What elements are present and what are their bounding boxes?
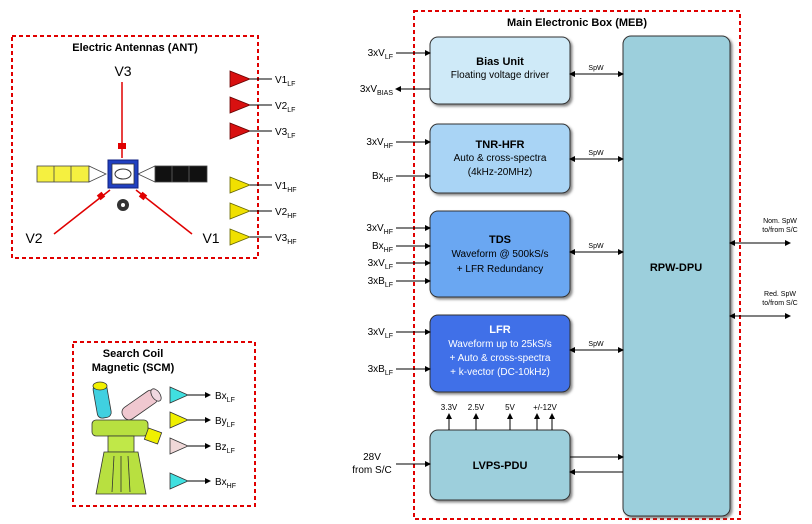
scm-title-line2: Magnetic (SCM)	[92, 362, 175, 374]
svg-text:3xBLF: 3xBLF	[368, 364, 393, 377]
svg-text:BxHF: BxHF	[372, 171, 393, 184]
voltage-3v3: 3.3V	[441, 403, 458, 412]
lvps-pdu-title: LVPS-PDU	[473, 460, 528, 472]
tds-title: TDS	[489, 234, 511, 246]
tds-inputs: 3xVHF BxHF 3xVLF 3xBLF	[366, 223, 431, 289]
output-v2-hf: V2HF	[229, 202, 297, 220]
bias-unit-title: Bias Unit	[476, 56, 524, 68]
tds-block: TDS Waveform @ 500kS/s + LFR Redundancy	[429, 210, 571, 298]
voltage-2v5: 2.5V	[468, 403, 485, 412]
meb-panel: Main Electronic Box (MEB) RPW-DPU Bias U…	[352, 10, 798, 520]
voltage-12v: +/-12V	[533, 403, 557, 412]
v3-label: V3	[114, 63, 131, 79]
scm-output-bz-lf: BzLF	[169, 437, 235, 455]
tnr-hfr-title: TNR-HFR	[476, 139, 525, 151]
bias-unit-line1: Floating voltage driver	[451, 70, 550, 81]
output-v3-lf: V3LF	[229, 122, 295, 140]
power-in-line1: 28V	[363, 452, 381, 463]
bias-io: 3xVLF 3xVBIAS	[360, 48, 431, 97]
output-v2-lf: V2LF	[229, 96, 295, 114]
lfr-title: LFR	[489, 324, 510, 336]
solar-panel-left	[36, 165, 107, 183]
tnr-hfr-block: TNR-HFR Auto & cross-spectra (4kHz-20MHz…	[429, 123, 571, 194]
nominal-spw-line2: to/from S/C	[762, 227, 797, 234]
spw-label-bias: SpW	[588, 65, 604, 72]
ant-title: Electric Antennas (ANT)	[72, 42, 198, 54]
v1-label: V1	[202, 230, 219, 246]
tnr-inputs: 3xVHF BxHF	[366, 137, 431, 184]
meb-title: Main Electronic Box (MEB)	[507, 17, 647, 29]
output-v1-lf: V1LF	[229, 70, 295, 88]
external-spw: Nom. SpW to/from S/C Red. SpW to/from S/…	[729, 218, 798, 319]
output-v3-hf: V3HF	[229, 228, 297, 246]
lfr-block: LFR Waveform up to 25kS/s + Auto & cross…	[429, 314, 571, 393]
nominal-spw-line1: Nom. SpW	[763, 218, 797, 225]
svg-text:3xVLF: 3xVLF	[368, 258, 393, 271]
scm-sensor-illustration	[91, 381, 163, 495]
v1-connector	[138, 191, 148, 201]
svg-text:3xVHF: 3xVHF	[366, 137, 393, 150]
redundant-spw-line1: Red. SpW	[764, 291, 796, 298]
svg-text:V2HF: V2HF	[275, 207, 297, 220]
svg-text:3xVBIAS: 3xVBIAS	[360, 84, 394, 97]
svg-text:3xVHF: 3xVHF	[366, 223, 393, 236]
svg-text:BxHF: BxHF	[215, 477, 236, 490]
lvps-pdu-block: LVPS-PDU	[429, 429, 571, 501]
rpw-dpu-label: RPW-DPU	[650, 262, 702, 274]
scm-output-bx-hf: BxHF	[169, 472, 236, 490]
tnr-hfr-line1: Auto & cross-spectra	[454, 153, 547, 164]
svg-text:V1LF: V1LF	[275, 75, 295, 88]
v2-label: V2	[25, 230, 42, 246]
ant-panel: Electric Antennas (ANT) V3 V2 V1	[11, 35, 297, 259]
lfr-line3: + k-vector (DC-10kHz)	[450, 367, 550, 378]
voltage-5v: 5V	[505, 403, 515, 412]
svg-text:BxHF: BxHF	[372, 241, 393, 254]
solar-panel-right	[137, 165, 208, 183]
spw-label-tnr: SpW	[588, 150, 604, 157]
svg-text:ByLF: ByLF	[215, 416, 235, 429]
scm-output-bx-lf: BxLF	[169, 386, 235, 404]
spw-label-tds: SpW	[588, 243, 604, 250]
tds-line2: + LFR Redundancy	[457, 264, 543, 275]
redundant-spw-line2: to/from S/C	[762, 300, 797, 307]
ant-outputs-lf: V1LF V2LF V3LF	[229, 70, 295, 140]
svg-text:3xBLF: 3xBLF	[368, 276, 393, 289]
scm-title-line1: Search Coil	[103, 348, 164, 360]
spw-links: SpW SpW SpW SpW	[569, 65, 624, 475]
ant-outputs-hf: V1HF V2HF V3HF	[229, 176, 297, 246]
svg-text:3xVLF: 3xVLF	[368, 48, 393, 61]
scm-panel: Search Coil Magnetic (SCM) BxLF ByLF	[72, 341, 256, 507]
v3-connector	[118, 143, 126, 149]
svg-text:V2LF: V2LF	[275, 101, 295, 114]
tnr-hfr-line2: (4kHz-20MHz)	[468, 167, 532, 178]
spacecraft-body	[107, 159, 139, 211]
rpw-dpu-block	[622, 35, 731, 517]
tds-line1: Waveform @ 500kS/s	[451, 249, 548, 260]
voltage-outputs: 3.3V 2.5V 5V +/-12V	[441, 403, 558, 430]
svg-text:3xVLF: 3xVLF	[368, 327, 393, 340]
scm-output-by-lf: ByLF	[169, 411, 235, 429]
svg-text:V3HF: V3HF	[275, 233, 297, 246]
svg-text:V3LF: V3LF	[275, 127, 295, 140]
lfr-line2: + Auto & cross-spectra	[450, 353, 551, 364]
svg-text:V1HF: V1HF	[275, 181, 297, 194]
power-input: 28V from S/C	[352, 452, 431, 476]
v2-connector	[96, 191, 106, 201]
svg-text:BxLF: BxLF	[215, 391, 235, 404]
power-in-line2: from S/C	[352, 465, 391, 476]
lfr-line1: Waveform up to 25kS/s	[448, 339, 552, 350]
bias-unit-block: Bias Unit Floating voltage driver	[429, 36, 571, 105]
lfr-inputs: 3xVLF 3xBLF	[368, 327, 431, 377]
output-v1-hf: V1HF	[229, 176, 297, 194]
spw-label-lfr: SpW	[588, 341, 604, 348]
svg-text:BzLF: BzLF	[215, 442, 235, 455]
